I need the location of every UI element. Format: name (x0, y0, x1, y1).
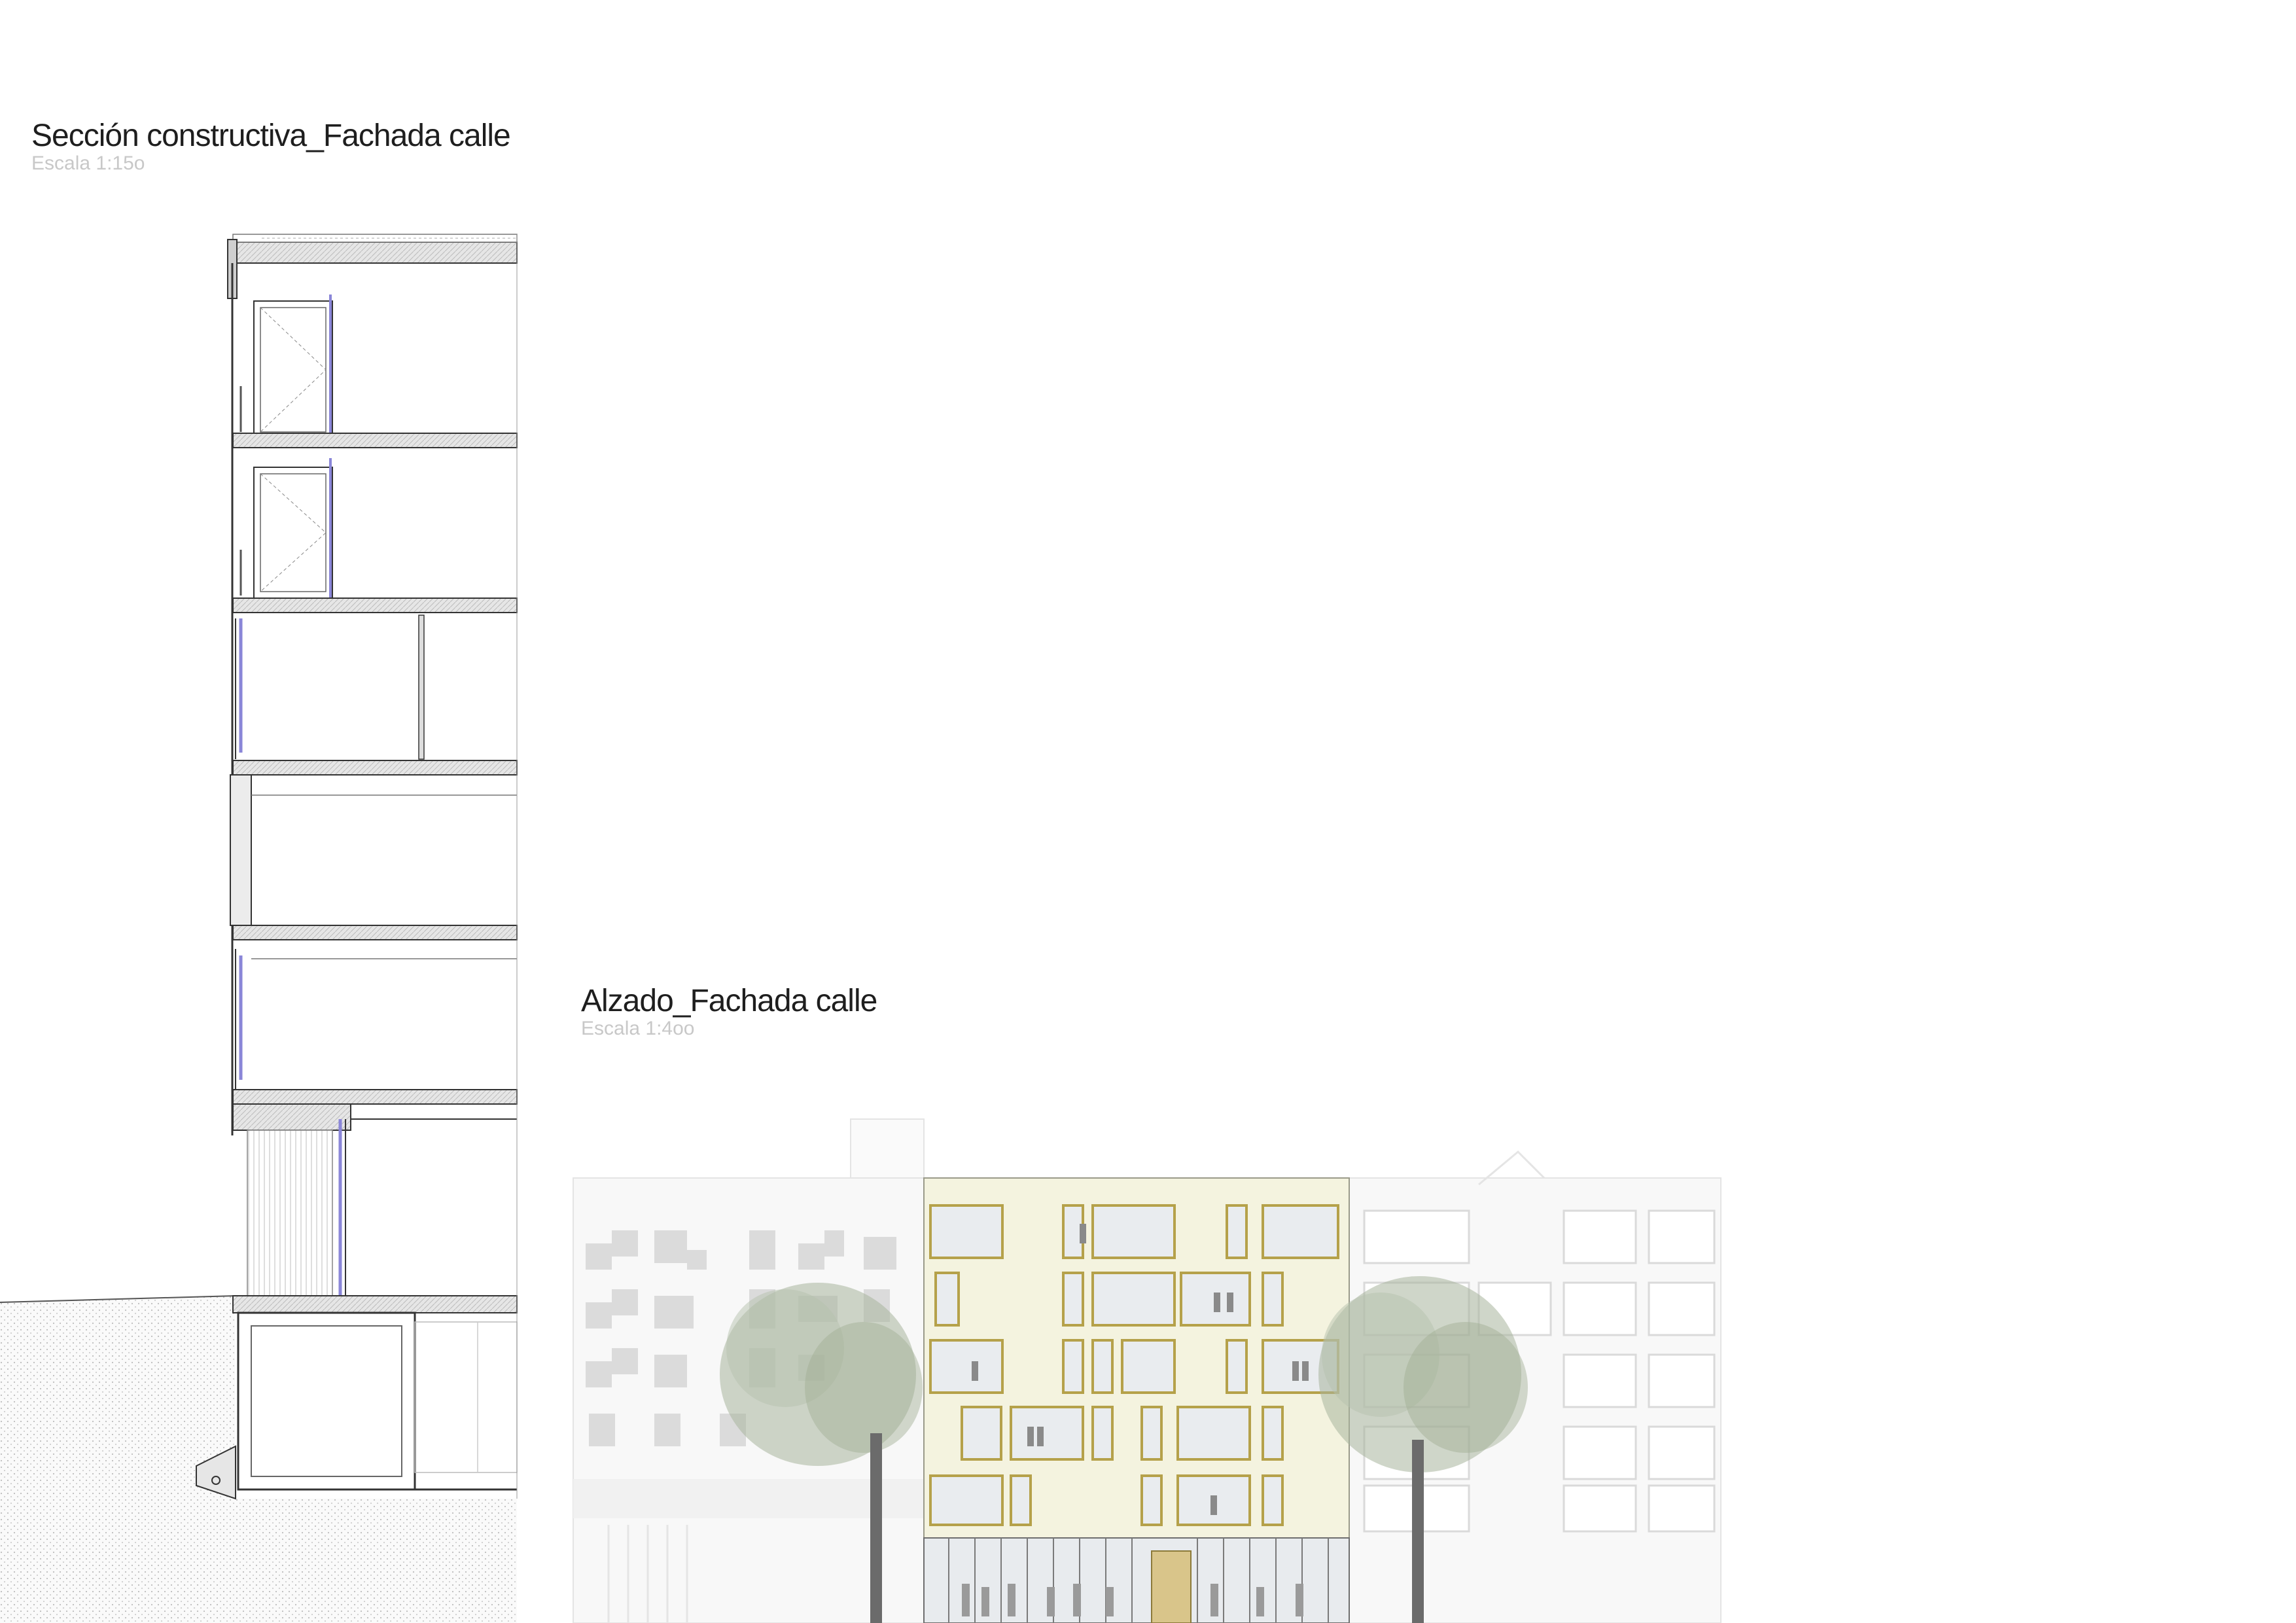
floor-slab-3 (232, 760, 518, 776)
street-elevation (573, 1118, 1722, 1623)
floor-slab-4 (232, 597, 518, 613)
floor-slab-1 (232, 1089, 518, 1105)
tree-right (1318, 1276, 1528, 1623)
section-title: Sección constructiva_Fachada calle (31, 118, 511, 153)
main-building-facade (923, 1177, 1350, 1623)
street-figures (962, 1584, 1303, 1616)
glazing-floor-2 (235, 949, 517, 1090)
constructive-section (0, 234, 518, 1623)
window-floor-5 (239, 458, 333, 602)
ground-floor-facade (247, 1119, 346, 1302)
glazing-floor-4 (235, 615, 425, 760)
soil-under-basement (236, 1499, 517, 1623)
ground-floor-glazing (923, 1537, 1350, 1623)
window-figures (972, 1224, 1309, 1515)
basement (196, 1311, 518, 1500)
ground-soil (0, 1296, 236, 1623)
floor-slab-5 (232, 433, 518, 448)
entrance-door (1151, 1550, 1192, 1623)
tree-left (720, 1283, 923, 1623)
ground-slab (232, 1295, 518, 1313)
left-neighbour-building (573, 1118, 925, 1623)
window-floor-6 (239, 294, 333, 439)
wall-floor-3 (230, 774, 517, 926)
section-scale: Escala 1:15o (31, 152, 145, 174)
elevation-title: Alzado_Fachada calle (581, 984, 877, 1018)
elevation-scale: Escala 1:4oo (581, 1018, 695, 1039)
roof-slab (227, 234, 518, 299)
floor-slab-2 (232, 925, 518, 940)
